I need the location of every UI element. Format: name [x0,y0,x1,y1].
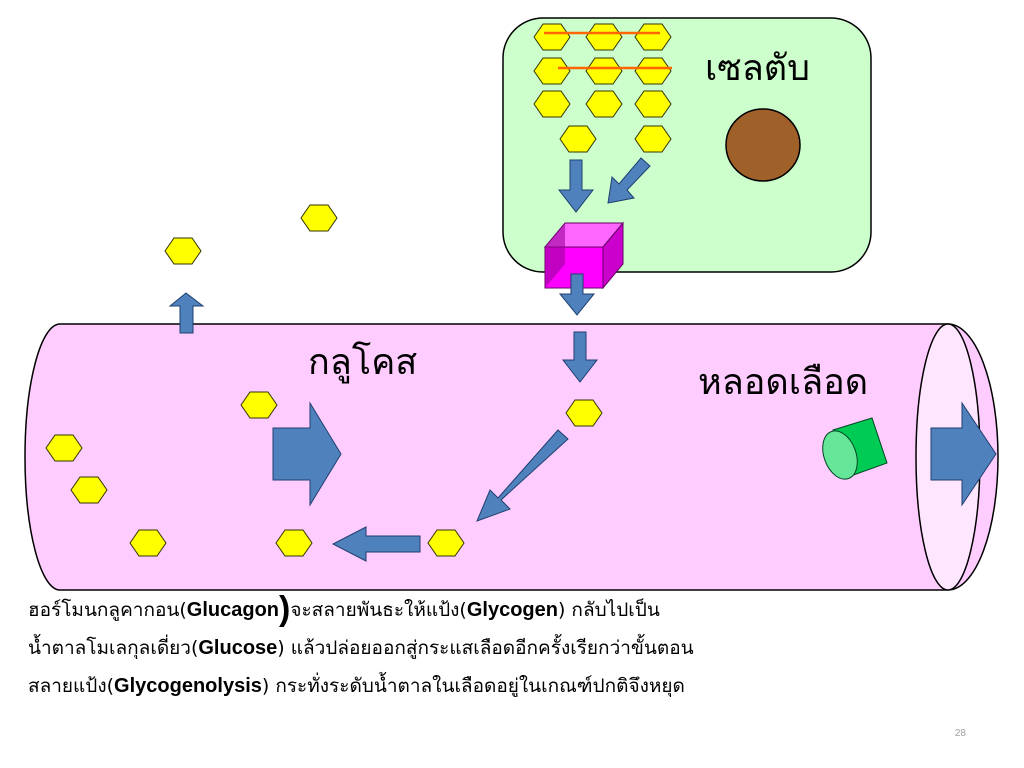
receptor [822,417,888,480]
caption-line-1: ฮอร์โมนกลูคากอน(Glucagon)จะสลายพันธะให้แ… [28,590,660,628]
arrow-down-icon [561,331,599,383]
liver-cell-label: เซลตับ [705,48,810,89]
arrow-down-icon [558,273,596,316]
arrow-diagonal-icon [476,429,569,522]
caption-line-2: น้ำตาลโมเลกุลเดี่ยว(Glucose) แล้วปล่อยออ… [28,637,694,659]
enzyme-box [543,221,625,290]
arrow-up-icon [168,292,205,334]
slide-number: 28 [954,728,966,739]
arrow-left-icon [331,526,421,562]
nucleus [725,108,801,182]
glucose-label: กลูโคส [308,341,417,384]
caption: ฮอร์โมนกลูคากอน(Glucagon)จะสลายพันธะให้แ… [28,590,1018,705]
caption-line-3: สลายแป้ง(Glycogenolysis) กระทั่งระดับน้ำ… [28,675,685,697]
arrow-right-icon [930,401,997,507]
blood-vessel-label: หลอดเลือด [698,362,868,403]
arrow-diagonal-icon [607,157,651,204]
arrow-right-icon [272,401,342,507]
arrow-down-icon [557,159,595,213]
glycogen-cluster [533,23,672,153]
